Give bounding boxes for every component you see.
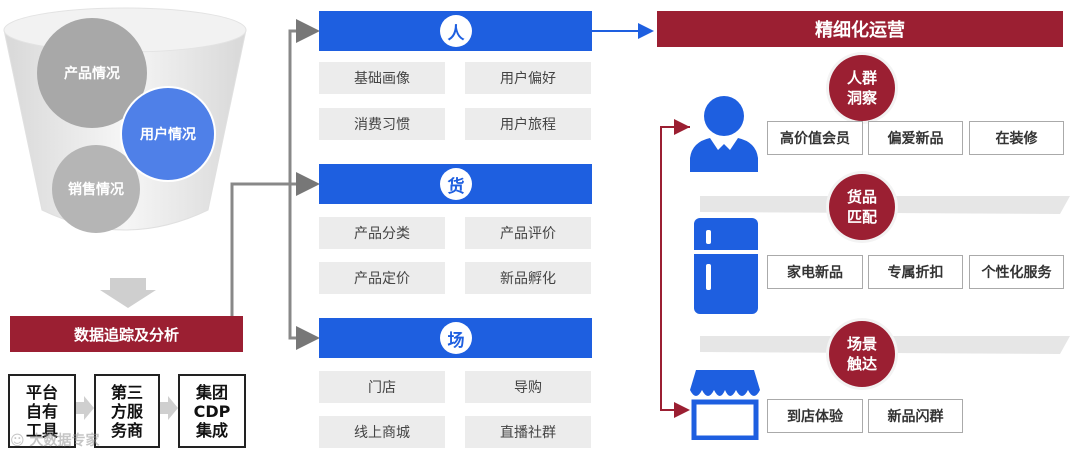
bubble-user: 用户情况	[122, 88, 214, 180]
circle-line: 人群	[846, 69, 877, 87]
source-line: 平台	[25, 382, 58, 402]
tag-label: 直播社群	[500, 425, 556, 441]
source-line: 方服	[110, 401, 143, 421]
tag-label: 新品孵化	[500, 271, 556, 287]
source-group-cdp: 集团 CDP 集成	[178, 374, 246, 448]
tag-basic-profile: 基础画像	[319, 62, 445, 94]
item-prefer-new: 偏爱新品	[868, 121, 963, 155]
item-label: 个性化服务	[981, 265, 1052, 281]
circle-line: 货品	[846, 188, 877, 206]
item-exclusive-discount: 专属折扣	[868, 255, 963, 289]
fridge-icon	[694, 218, 758, 314]
user-icon	[690, 96, 758, 172]
watermark-text: 大数据专家	[29, 433, 100, 449]
operations-title: 精细化运营	[815, 20, 905, 41]
watermark: ☺ 大数据专家	[10, 430, 99, 450]
circle-line: 洞察	[846, 89, 877, 107]
tag-consumption-habit: 消费习惯	[319, 108, 445, 140]
item-label: 高价值会员	[780, 131, 850, 147]
category-bar-goods: 货	[319, 164, 592, 204]
tag-label: 产品评价	[500, 226, 556, 242]
circle-line: 匹配	[846, 208, 877, 226]
watermark-icon: ☺	[10, 433, 30, 449]
tag-store: 门店	[319, 371, 445, 403]
category-bar-scene: 场	[319, 318, 592, 358]
bubble-product-label: 产品情况	[64, 66, 120, 82]
circle-scene-reach: 场景 触达	[829, 321, 895, 387]
item-label: 到店体验	[787, 409, 843, 425]
tag-product-review: 产品评价	[465, 217, 591, 249]
source-line: 自有	[25, 401, 58, 421]
circle-line: 场景	[846, 335, 877, 353]
tag-label: 用户旅程	[500, 117, 556, 133]
circle-goods-match: 货品 匹配	[829, 174, 895, 240]
item-label: 新品闪群	[887, 409, 944, 425]
tag-label: 基础画像	[354, 71, 410, 87]
item-appliance-new: 家电新品	[767, 255, 863, 289]
tag-label: 门店	[368, 380, 396, 396]
tag-product-category: 产品分类	[319, 217, 445, 249]
tag-shopping-guide: 导购	[465, 371, 591, 403]
tag-label: 导购	[514, 380, 542, 396]
source-platform-tools: 平台 自有 工具	[8, 374, 76, 448]
tag-live-community: 直播社群	[465, 416, 591, 448]
source-line: CDP	[193, 401, 231, 421]
item-renovating: 在装修	[969, 121, 1064, 155]
item-personalized-service: 个性化服务	[969, 255, 1064, 289]
circle-line: 触达	[846, 355, 877, 373]
tracking-bar: 数据追踪及分析	[10, 316, 243, 352]
bubble-product: 产品情况	[37, 18, 147, 128]
source-line: 第三	[110, 382, 143, 402]
item-label: 专属折扣	[887, 265, 944, 281]
item-new-flash-group: 新品闪群	[868, 399, 963, 433]
source-third-party: 第三 方服 务商	[94, 374, 160, 448]
item-store-experience: 到店体验	[767, 399, 863, 433]
operations-title-bar: 精细化运营	[657, 11, 1063, 47]
bubble-sales: 销售情况	[52, 145, 140, 233]
tag-label: 线上商城	[354, 425, 410, 441]
tag-label: 产品定价	[354, 271, 410, 287]
source-line: 务商	[110, 420, 143, 440]
scene-icon-label: 场	[447, 330, 465, 351]
item-label: 在装修	[995, 131, 1038, 147]
goods-icon-label: 货	[447, 176, 465, 197]
tracking-label: 数据追踪及分析	[73, 325, 179, 344]
tag-product-pricing: 产品定价	[319, 262, 445, 294]
people-icon-label: 人	[447, 23, 465, 44]
item-high-value-member: 高价值会员	[767, 121, 863, 155]
tag-online-mall: 线上商城	[319, 416, 445, 448]
tag-label: 消费习惯	[354, 117, 410, 133]
goods-icon: 货	[440, 168, 472, 200]
category-bar-people: 人	[319, 11, 592, 51]
tag-user-preference: 用户偏好	[465, 62, 591, 94]
item-label: 家电新品	[787, 265, 843, 281]
tag-user-journey: 用户旅程	[465, 108, 591, 140]
source-line: 集成	[195, 420, 228, 440]
item-label: 偏爱新品	[887, 131, 944, 147]
source-line: 工具	[25, 420, 58, 440]
tag-label: 产品分类	[354, 226, 410, 242]
tag-label: 用户偏好	[500, 71, 556, 87]
source-line: 集团	[195, 382, 228, 402]
tag-new-product-incubation: 新品孵化	[465, 262, 591, 294]
scene-icon: 场	[440, 322, 472, 354]
store-icon	[690, 370, 760, 440]
people-icon: 人	[440, 15, 472, 47]
bubble-user-label: 用户情况	[140, 127, 196, 143]
bubble-sales-label: 销售情况	[68, 182, 124, 198]
circle-crowd-insight: 人群 洞察	[829, 55, 895, 121]
